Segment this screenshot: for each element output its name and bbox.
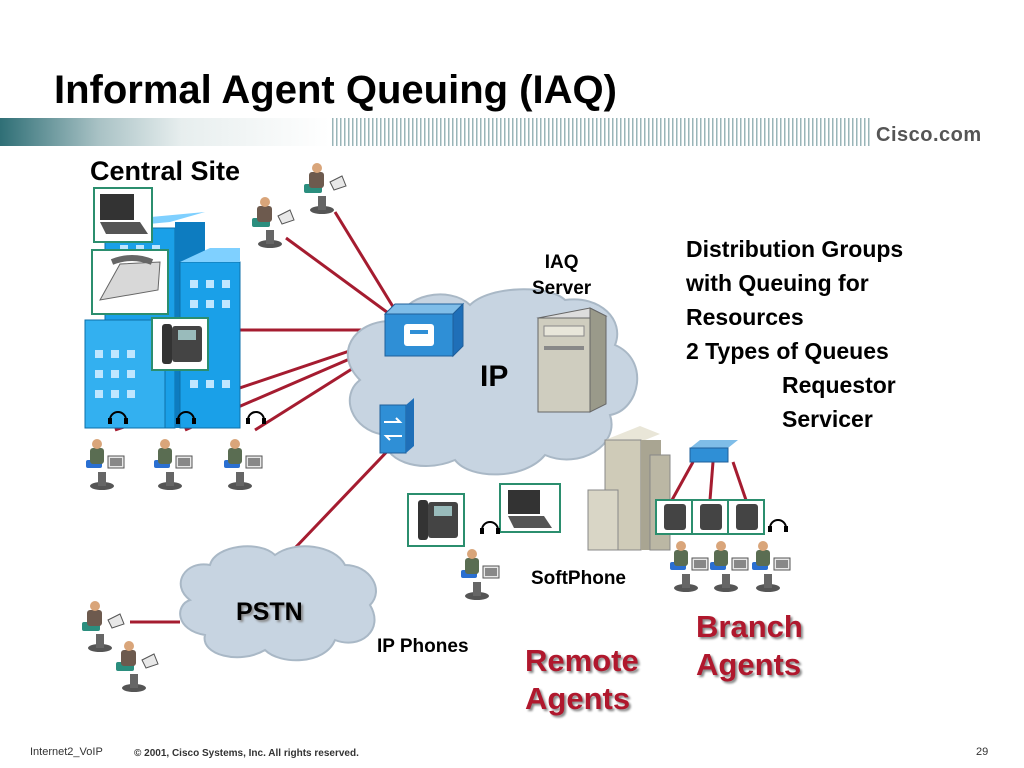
call-manager-router-icon <box>383 302 465 358</box>
branch-building-icon <box>587 426 671 551</box>
softphone-laptop-icon <box>499 483 561 533</box>
branch-ip-phones <box>655 499 765 535</box>
iaq-server-label-line2: Server <box>532 278 592 299</box>
footer-left: Internet2_VoIP <box>30 746 103 758</box>
distribution-groups-text: Distribution Groups with Queuing for Res… <box>686 232 903 436</box>
distribution-line: Resources <box>686 304 804 330</box>
laptop-icon <box>93 187 153 243</box>
queue-type-servicer: Servicer <box>782 406 873 432</box>
queue-type-requestor: Requestor <box>782 372 896 398</box>
remote-agents-line2: Agents <box>525 681 631 716</box>
cisco-brand-logo: Cisco.com <box>876 124 982 146</box>
pstn-cloud <box>179 545 377 662</box>
central-ip-phone-icon <box>151 317 209 371</box>
gateway-switch-icon <box>379 398 414 454</box>
distribution-line: with Queuing for <box>686 270 869 296</box>
slide-title: Informal Agent Queuing (IAQ) <box>54 68 617 112</box>
branch-switch-icon <box>689 440 738 463</box>
pstn-cloud-label: PSTN <box>236 598 303 626</box>
page-number: 29 <box>976 746 989 758</box>
central-site-label: Central Site <box>90 156 241 186</box>
desk-phone-icon <box>91 249 169 315</box>
branch-agents-line2: Agents <box>696 647 802 682</box>
ip-phones-label: IP Phones <box>377 636 469 657</box>
iaq-server-label-line1: IAQ <box>544 252 579 273</box>
remote-agents-label: Remote Agents <box>525 642 639 718</box>
softphone-label: SoftPhone <box>531 568 626 589</box>
footer-copyright: © 2001, Cisco Systems, Inc. All rights r… <box>134 748 359 759</box>
ip-cloud-text: IP <box>480 360 509 393</box>
header-band <box>0 118 870 146</box>
iaq-server-icon <box>536 307 608 413</box>
remote-agents-line1: Remote <box>525 643 639 678</box>
remote-agent <box>460 521 501 601</box>
iaq-server-label: IAQ Server <box>532 250 591 302</box>
branch-agents-label: Branch Agents <box>696 608 803 684</box>
pstn-agents <box>81 600 159 693</box>
branch-agents-line1: Branch <box>696 609 803 644</box>
distribution-line: 2 Types of Queues <box>686 338 889 364</box>
remote-ip-phone-icon <box>407 493 465 547</box>
distribution-line: Distribution Groups <box>686 236 904 262</box>
